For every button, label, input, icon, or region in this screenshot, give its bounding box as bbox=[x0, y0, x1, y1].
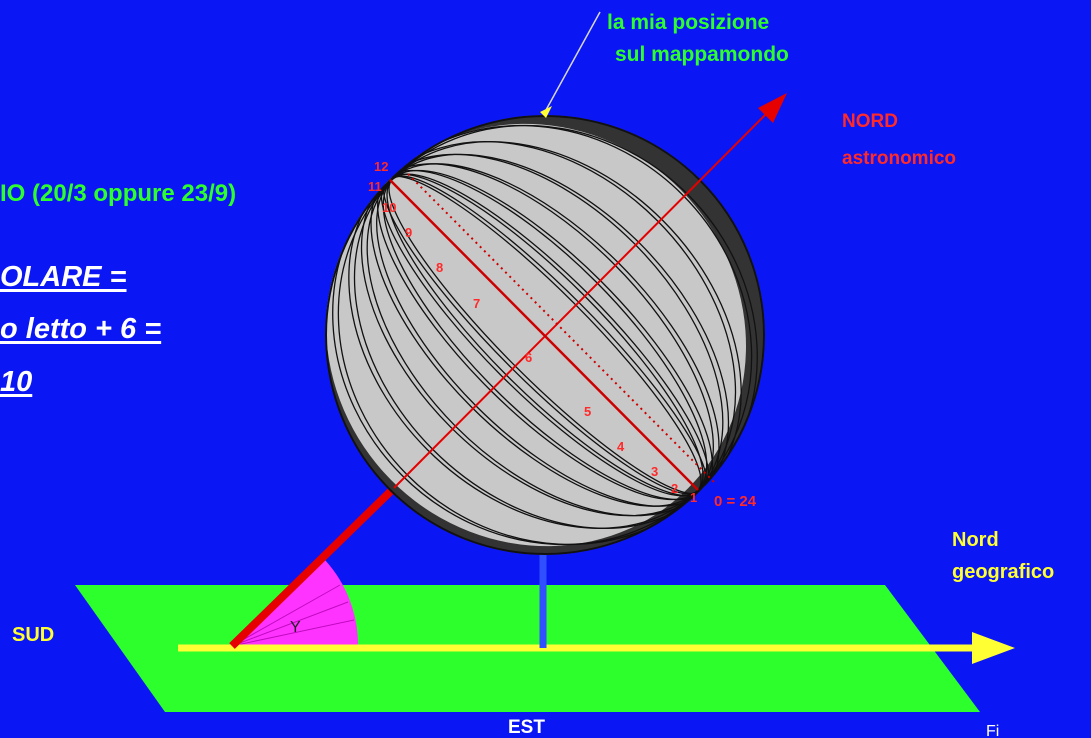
nord-geografico-label-2: geografico bbox=[952, 561, 1055, 583]
date-text: IO (20/3 oppure 23/9) bbox=[0, 180, 237, 207]
formula-line-2: o letto + 6 = bbox=[0, 313, 162, 345]
zero-hour-label: 0 = 24 bbox=[714, 493, 757, 510]
latitude-angle-sector bbox=[232, 560, 359, 646]
nord-astronomico-label-2: astronomico bbox=[842, 148, 957, 169]
hour-mark: 11 bbox=[368, 179, 382, 194]
hour-path-front bbox=[389, 179, 699, 491]
my-position-marker bbox=[540, 106, 552, 118]
polar-axis-arrowhead bbox=[758, 93, 787, 123]
hour-mark: 10 bbox=[382, 200, 397, 215]
hour-mark: 12 bbox=[374, 159, 389, 174]
corner-fragment: Fi bbox=[986, 723, 1000, 738]
hour-mark: 4 bbox=[617, 439, 625, 454]
nord-geografico-label-1: Nord bbox=[952, 529, 999, 551]
hour-mark: 9 bbox=[405, 225, 413, 240]
hour-mark: 3 bbox=[651, 464, 659, 479]
polar-axis-lower bbox=[229, 485, 397, 649]
horizon-arrowhead bbox=[972, 632, 1015, 664]
formula-line-1: OLARE = bbox=[0, 261, 127, 293]
formula-line-3: 10 bbox=[0, 366, 33, 398]
polar-axis-upper bbox=[393, 109, 771, 489]
est-label: EST bbox=[508, 717, 545, 738]
hour-mark: 8 bbox=[436, 260, 444, 275]
hour-mark: 6 bbox=[525, 350, 533, 365]
sud-label: SUD bbox=[12, 624, 55, 646]
pointer-line bbox=[545, 11, 601, 111]
my-position-label-1: la mia posizione bbox=[607, 11, 770, 34]
hour-path-back bbox=[407, 173, 717, 485]
my-position-label-2: sul mappamondo bbox=[615, 43, 789, 66]
hour-mark: 1 bbox=[690, 490, 698, 505]
angle-hatching bbox=[231, 584, 355, 647]
angle-symbol: Y bbox=[290, 619, 301, 636]
nord-astronomico-label-1: NORD bbox=[842, 111, 898, 132]
hour-mark: 5 bbox=[584, 404, 592, 419]
hour-mark: 2 bbox=[671, 481, 679, 496]
hour-mark: 7 bbox=[473, 296, 481, 311]
